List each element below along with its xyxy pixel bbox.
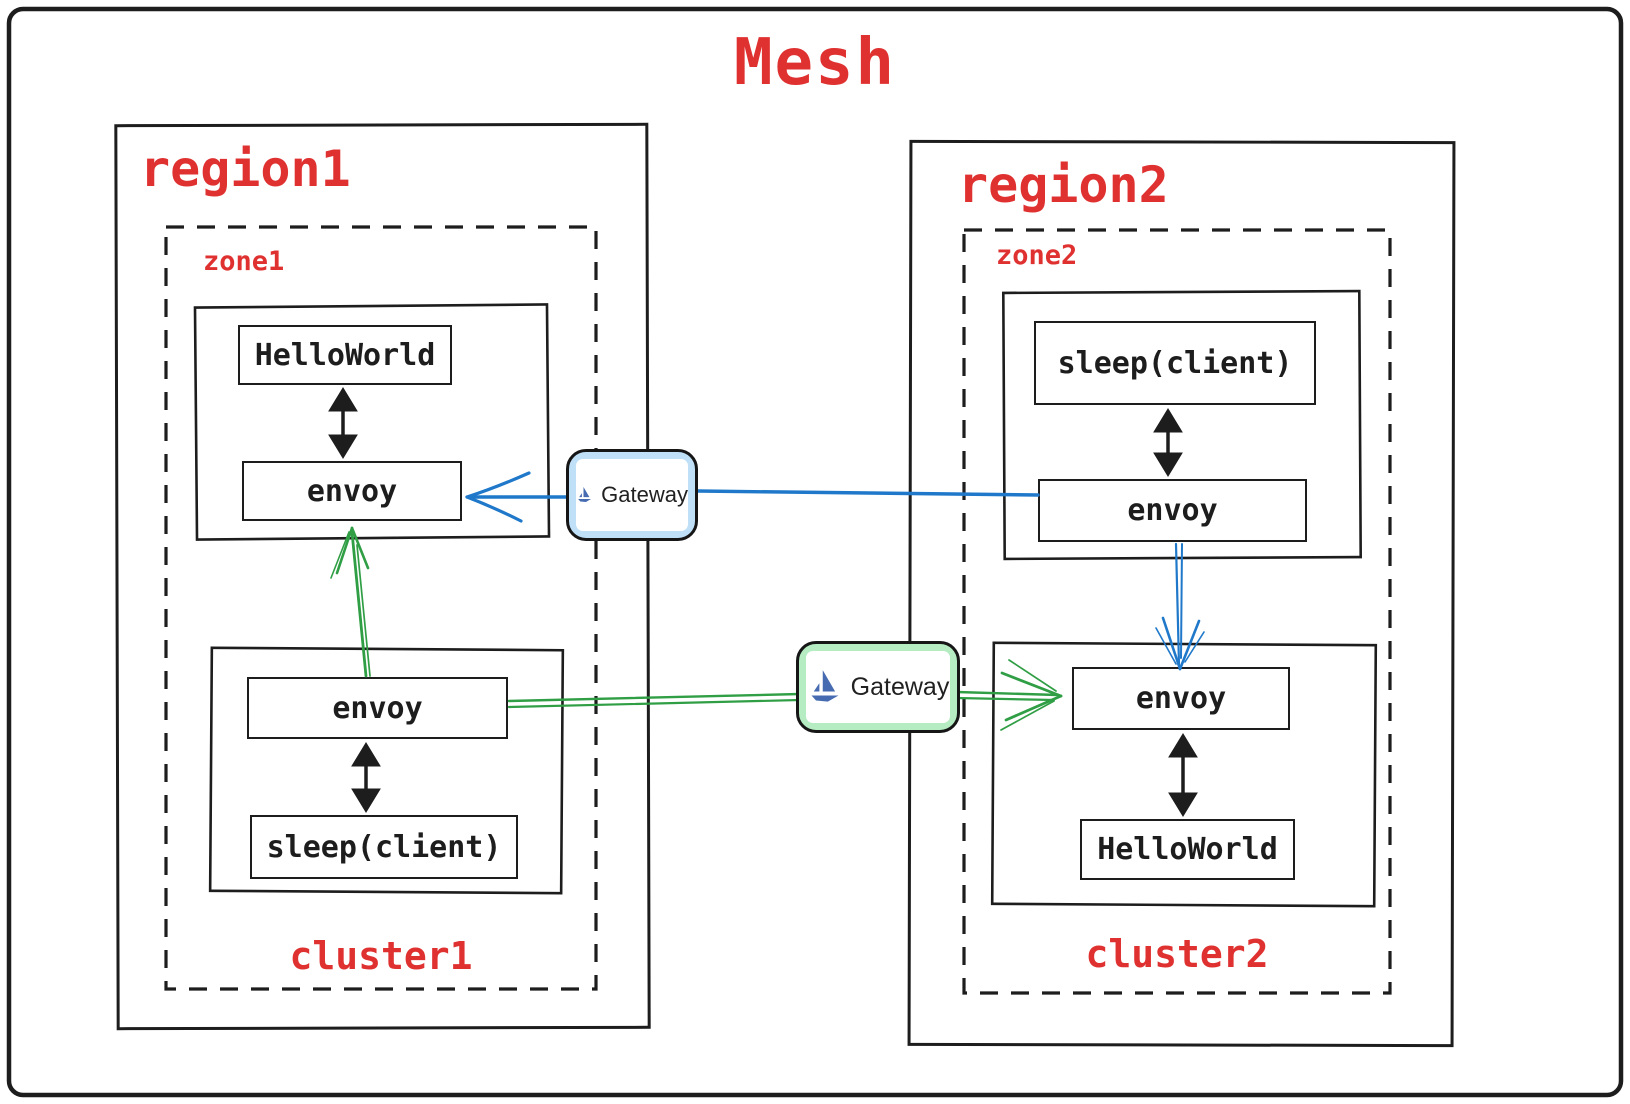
node-envoy-region1-bottom: envoy (247, 677, 508, 739)
arrow-green-envoy-up-region1 (330, 526, 371, 678)
cluster2-label: cluster2 (1085, 932, 1269, 976)
node-sleep-client-region2: sleep(client) (1034, 321, 1316, 405)
node-envoy-region2-bottom: envoy (1072, 667, 1290, 730)
arrow-envoy-helloworld-region2 (1168, 733, 1198, 817)
gateway-green: Gateway (796, 641, 960, 733)
region1-box (114, 122, 651, 1031)
arrow-blue-envoy-region2-to-gateway (696, 489, 1040, 497)
region2-box (907, 139, 1456, 1048)
istio-logo-icon (811, 670, 839, 702)
arrow-green-envoy-to-gateway (507, 692, 802, 709)
zone1-label: zone1 (203, 246, 285, 277)
region1-label: region1 (140, 140, 351, 198)
arrow-helloworld-envoy-region1 (328, 387, 358, 459)
cluster1-label: cluster1 (289, 934, 473, 978)
diagram-title: Mesh (733, 26, 897, 100)
zone2-label: zone2 (996, 240, 1078, 271)
arrow-blue-gateway-to-envoy-region1 (465, 471, 568, 523)
arrow-blue-envoy-down-region2 (1155, 542, 1205, 671)
node-helloworld-region2: HelloWorld (1080, 819, 1295, 880)
node-envoy-region1-top: envoy (242, 461, 462, 521)
arrow-green-gateway-to-envoy-region2 (955, 659, 1063, 731)
istio-logo-icon (578, 486, 592, 502)
region2-label: region2 (958, 156, 1169, 214)
gateway-blue-label: Gateway (601, 482, 688, 507)
gateway-blue: Gateway (566, 449, 698, 541)
node-envoy-region2-top: envoy (1038, 479, 1307, 542)
node-sleep-client-region1: sleep(client) (250, 815, 518, 879)
arrow-sleep-envoy-region2 (1153, 408, 1183, 477)
arrow-envoy-sleep-region1 (351, 742, 381, 813)
gateway-green-label: Gateway (850, 672, 950, 701)
node-helloworld-region1: HelloWorld (238, 325, 452, 385)
